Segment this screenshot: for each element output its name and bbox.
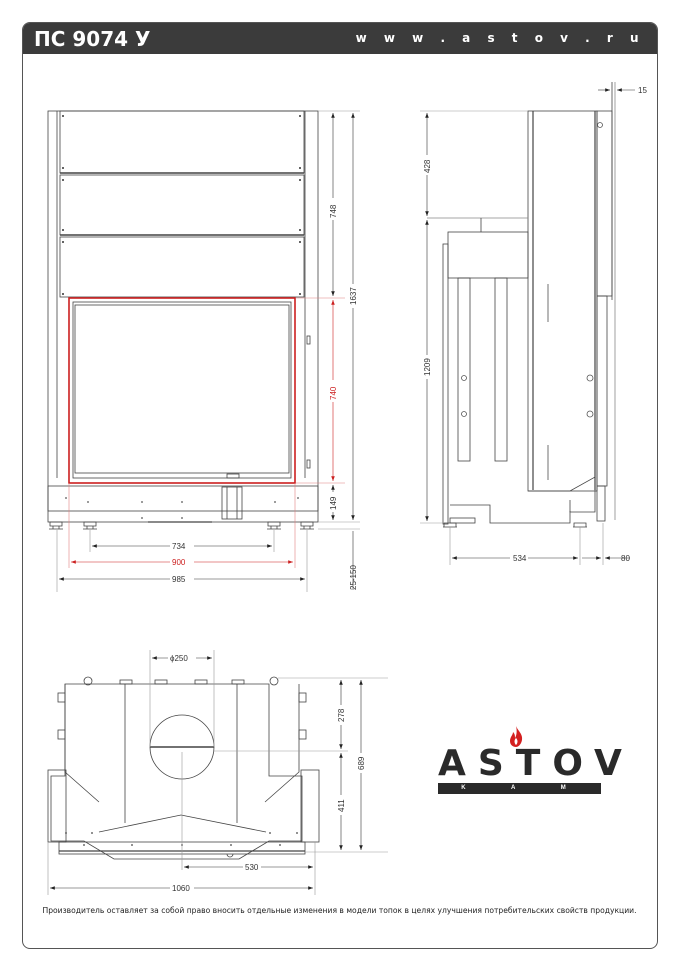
dim-428: 428	[423, 159, 432, 173]
dim-985: 985	[172, 575, 186, 584]
logo-subtitle: K A M I N	[438, 783, 601, 802]
dim-534: 534	[513, 554, 527, 563]
dim-900: 900	[172, 558, 186, 567]
dim-flue-diameter: ϕ250	[170, 654, 188, 663]
logo-brand: ASTOV	[438, 743, 634, 784]
dim-530: 530	[245, 863, 259, 872]
dim-734: 734	[172, 542, 186, 551]
dim-80: 80	[621, 554, 630, 563]
dim-411: 411	[337, 799, 346, 812]
dim-15: 15	[638, 86, 647, 95]
top-view	[47, 676, 320, 860]
disclaimer-text: Производитель оставляет за собой право в…	[42, 906, 637, 915]
dim-689: 689	[357, 756, 366, 770]
website-link[interactable]: w w w . a s t o v . r u	[355, 31, 645, 45]
dim-740: 740	[329, 386, 338, 400]
dim-1637: 1637	[349, 287, 358, 305]
flame-icon	[510, 726, 523, 747]
model-title: ПС 9074 У	[34, 27, 151, 51]
dim-748: 748	[329, 204, 338, 218]
leg-icons	[49, 521, 314, 530]
dim-1060: 1060	[172, 884, 190, 893]
front-view	[47, 110, 319, 530]
header-bar: ПС 9074 У w w w . a s t o v . r u	[23, 23, 657, 54]
dim-1209: 1209	[423, 358, 432, 376]
side-dimensions	[420, 88, 635, 565]
dim-149: 149	[329, 496, 338, 510]
dim-278: 278	[337, 708, 346, 722]
dim-25-150: 25-150	[349, 565, 358, 590]
astov-logo: ASTOV K A M I N	[436, 726, 622, 802]
side-view	[427, 82, 616, 528]
